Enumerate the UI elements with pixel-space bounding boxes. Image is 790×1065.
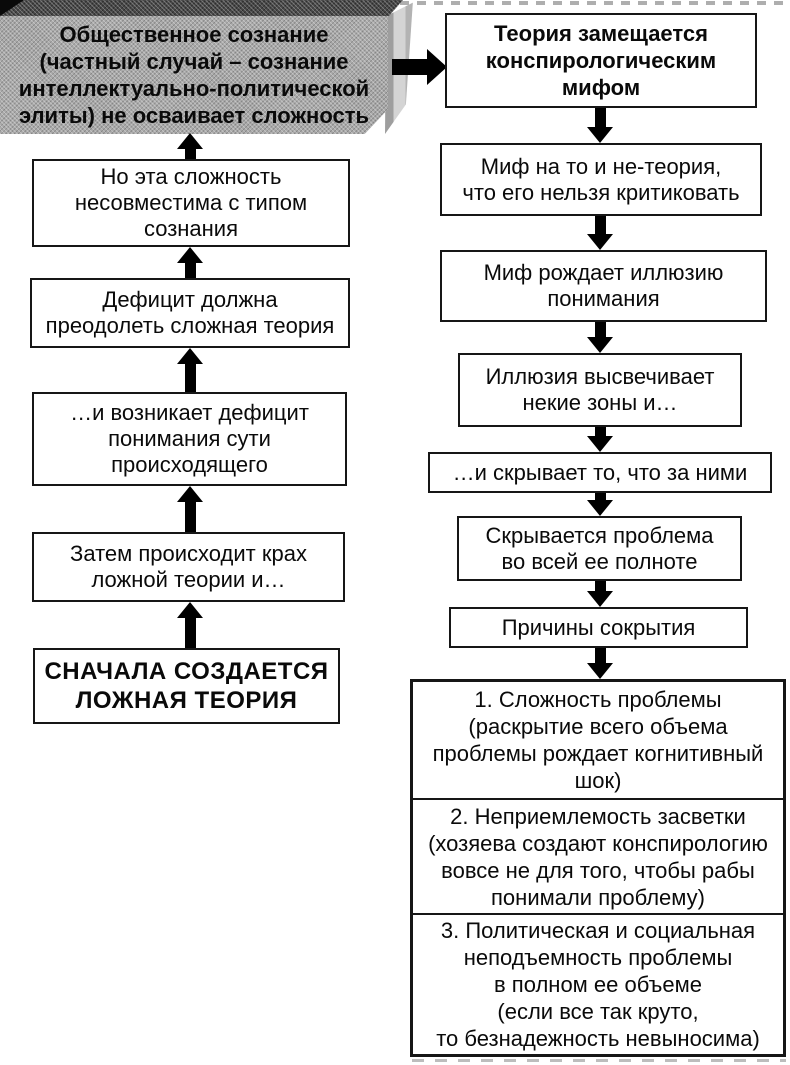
box3d-top-face xyxy=(0,0,403,16)
up-arrow-4 xyxy=(177,486,203,532)
up-arrow-5 xyxy=(177,602,203,648)
reason-item-1-label: 1. Сложность проблемы (раскрытие всего о… xyxy=(432,687,764,793)
up-arrow-head-icon xyxy=(177,247,203,263)
box-public-consciousness-label: Общественное сознание (частный случай – … xyxy=(18,22,370,128)
down-arrow-2 xyxy=(587,216,613,250)
down-arrow-6 xyxy=(587,581,613,607)
box-false-theory-created-first: СНАЧАЛА СОЗДАЕТСЯ ЛОЖНАЯ ТЕОРИЯ xyxy=(33,648,340,724)
box-false-theory-created-first-label: СНАЧАЛА СОЗДАЕТСЯ ЛОЖНАЯ ТЕОРИЯ xyxy=(44,658,329,714)
down-arrow-head-icon xyxy=(587,500,613,516)
down-arrow-head-icon xyxy=(587,591,613,607)
down-arrow-head-icon xyxy=(587,337,613,353)
box-myth-cannot-be-criticized: Миф на то и не-теория, что его нельзя кр… xyxy=(440,143,762,216)
box-reasons-for-hiding-label: Причины сокрытия xyxy=(501,614,696,640)
box-illusion-highlights-zones: Иллюзия высвечивает некие зоны и… xyxy=(458,353,742,427)
box-complexity-incompatible-label: Но эта сложность несовместима с типом со… xyxy=(74,164,308,241)
box-theory-replaced-by-myth-label: Теория замещается конспирологическим миф… xyxy=(485,21,717,100)
box-public-consciousness: Общественное сознание (частный случай – … xyxy=(0,0,414,134)
down-arrow-3 xyxy=(587,322,613,353)
down-arrow-head-icon xyxy=(587,127,613,143)
up-arrow-head-icon xyxy=(177,602,203,618)
down-arrow-head-icon xyxy=(587,436,613,452)
right-arrow-main xyxy=(392,49,447,85)
reason-item-2: 2. Неприемлемость засветки (хозяева созд… xyxy=(413,798,783,913)
down-arrow-head-icon xyxy=(587,663,613,679)
down-arrow-head-icon xyxy=(587,234,613,250)
up-arrow-3 xyxy=(177,348,203,392)
down-arrow-5 xyxy=(587,493,613,516)
up-arrow-head-icon xyxy=(177,348,203,364)
box-myth-creates-illusion: Миф рождает иллюзию понимания xyxy=(440,250,767,322)
box-false-theory-crash-label: Затем происходит крах ложной теории и… xyxy=(70,541,307,592)
box-myth-cannot-be-criticized-label: Миф на то и не-теория, что его нельзя кр… xyxy=(462,153,740,205)
box-hides-what-is-behind: …и скрывает то, что за ними xyxy=(428,452,772,493)
box-deficit-overcome-by-theory: Дефицит должна преодолеть сложная теория xyxy=(30,278,350,348)
box-deficit-of-understanding: …и возникает дефицит понимания сути прои… xyxy=(32,392,347,486)
up-arrow-2 xyxy=(177,247,203,278)
reason-item-3-label: 3. Политическая и социальная неподъемнос… xyxy=(436,918,760,1051)
up-arrow-head-icon xyxy=(177,486,203,502)
box-myth-creates-illusion-label: Миф рождает иллюзию понимания xyxy=(483,260,724,311)
box-problem-hidden-in-full-label: Скрывается проблема во всей ее полноте xyxy=(485,522,714,574)
reason-item-3: 3. Политическая и социальная неподъемнос… xyxy=(413,913,783,1054)
scan-noise-bottom xyxy=(412,1059,786,1062)
box-complexity-incompatible: Но эта сложность несовместима с типом со… xyxy=(32,159,350,247)
down-arrow-4 xyxy=(587,427,613,452)
right-arrow-head-icon xyxy=(427,49,447,85)
box-illusion-highlights-zones-label: Иллюзия высвечивает некие зоны и… xyxy=(485,364,715,415)
up-arrow-1 xyxy=(177,133,203,159)
box-false-theory-crash: Затем происходит крах ложной теории и… xyxy=(32,532,345,602)
box-hides-what-is-behind-label: …и скрывает то, что за ними xyxy=(452,459,748,485)
box-reasons-list: 1. Сложность проблемы (раскрытие всего о… xyxy=(410,679,786,1057)
box-reasons-for-hiding: Причины сокрытия xyxy=(449,607,748,648)
reason-item-2-label: 2. Неприемлемость засветки (хозяева созд… xyxy=(428,803,768,910)
reason-item-1: 1. Сложность проблемы (раскрытие всего о… xyxy=(413,682,783,798)
box-theory-replaced-by-myth: Теория замещается конспирологическим миф… xyxy=(445,13,757,108)
down-arrow-1 xyxy=(587,108,613,143)
box-deficit-overcome-by-theory-label: Дефицит должна преодолеть сложная теория xyxy=(45,287,335,338)
scan-noise-top xyxy=(400,1,790,5)
down-arrow-7 xyxy=(587,648,613,679)
box-problem-hidden-in-full: Скрывается проблема во всей ее полноте xyxy=(457,516,742,581)
up-arrow-head-icon xyxy=(177,133,203,149)
box-deficit-of-understanding-label: …и возникает дефицит понимания сути прои… xyxy=(70,400,309,477)
box3d-front-face: Общественное сознание (частный случай – … xyxy=(0,16,388,134)
